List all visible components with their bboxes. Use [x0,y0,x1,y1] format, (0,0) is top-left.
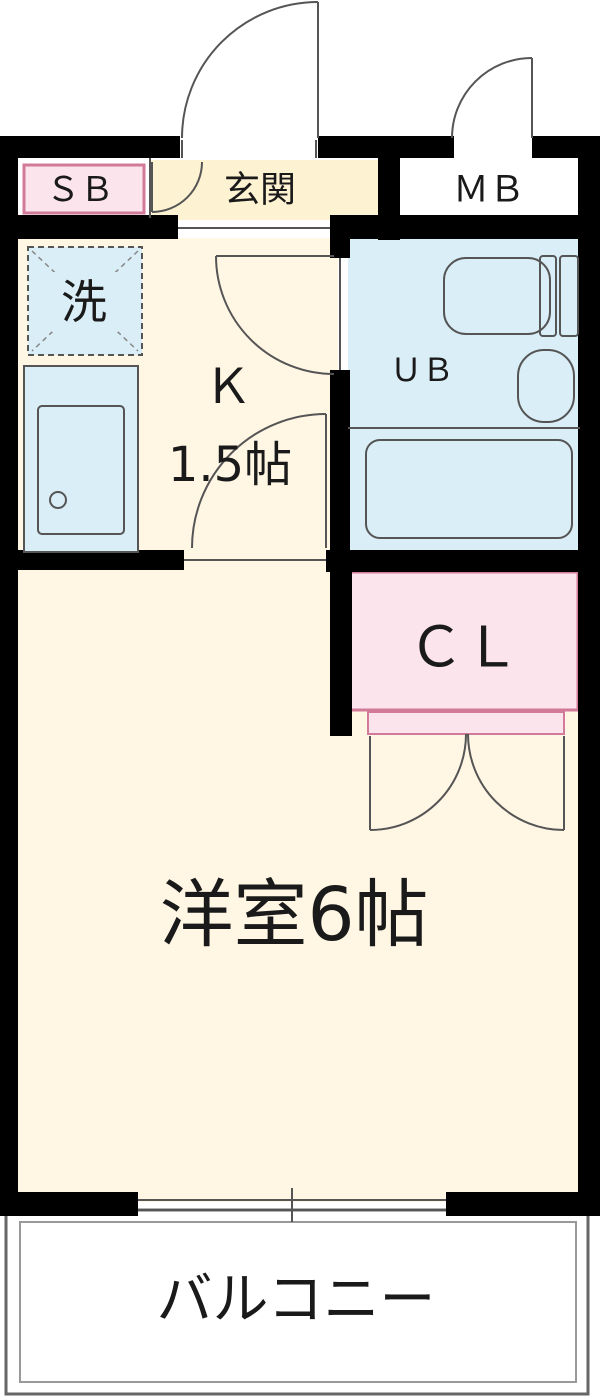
unit-bath-fixtures [348,255,580,539]
unit-bath-label: ＵＢ [390,351,454,389]
door-swings [151,1,565,831]
kitchen-label: Ｋ [204,359,252,415]
shoe-box-label: ＳＢ [46,170,114,210]
meter-box-label: ＭＢ [453,170,525,211]
balcony [4,1208,590,1396]
western-room-label: 洋室6帖 [159,872,428,958]
entrance-label: 玄関 [224,170,296,211]
unit-bath-floor [348,238,580,556]
entrance-floor [150,160,378,220]
washer-label: 洗 [61,275,107,329]
balcony-label: バルコニー [157,1268,436,1333]
kitchen-size-label: 1.5帖 [168,437,292,493]
walls [0,136,600,1216]
washer-pan [27,246,143,356]
shoe-box [22,163,146,215]
kitchen-counter [23,365,139,553]
closet-rail [367,711,565,735]
meter-box [400,160,578,215]
partitions [138,140,446,1222]
closet-label: ＣＬ [408,616,520,681]
